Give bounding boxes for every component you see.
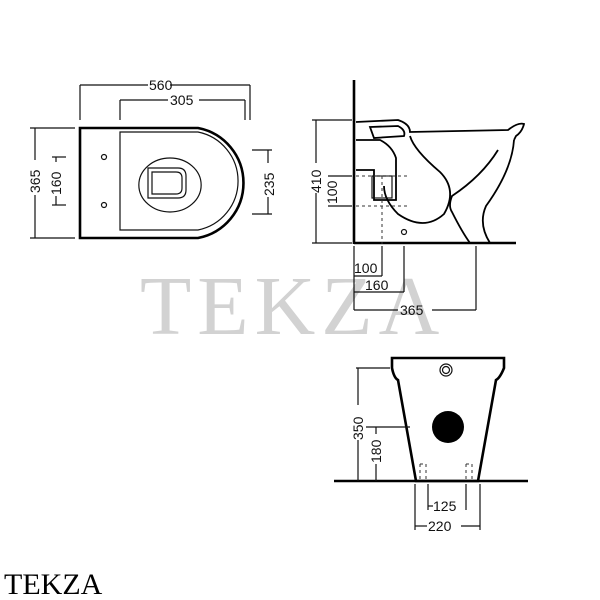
fixing-hole-top <box>100 153 108 161</box>
dim-width-inner: 305 <box>170 92 194 108</box>
top-view-rim <box>138 157 202 213</box>
dim-height-outlet: 100 <box>324 180 340 204</box>
dim-height-total: 410 <box>308 169 324 193</box>
side-view: 410 100 100 160 365 <box>308 80 526 318</box>
dim-length-total: 365 <box>400 302 424 318</box>
side-view-seat <box>368 125 406 139</box>
back-view: 350 180 125 220 <box>334 356 528 534</box>
fixing-hole-bottom <box>100 201 108 209</box>
dim-depth-bowl: 235 <box>261 172 277 196</box>
dim-depth-total: 365 <box>27 169 43 193</box>
top-view-outline <box>78 126 245 240</box>
dim-depth-holes: 160 <box>48 171 64 195</box>
dim-back-width-base: 220 <box>428 518 452 534</box>
back-view-outlet <box>432 411 464 443</box>
top-view-outlet <box>147 167 187 199</box>
top-view: 560 305 365 160 235 <box>27 77 277 240</box>
back-view-inlet <box>439 363 453 377</box>
top-view-bowl <box>119 131 239 231</box>
dim-back-width-fix: 125 <box>433 498 457 514</box>
side-view-trap <box>449 149 499 244</box>
side-view-body <box>481 139 515 244</box>
watermark-text: TEKZA <box>140 260 445 353</box>
brand-logo-text: TEKZA <box>4 568 103 600</box>
side-view-rim <box>355 119 526 141</box>
side-view-bowl <box>383 135 451 224</box>
dim-offset-outlet: 100 <box>354 260 378 276</box>
dim-offset-fix: 160 <box>365 277 389 293</box>
side-view-outlet <box>356 139 397 201</box>
top-view-outlet-inner <box>151 171 183 195</box>
back-view-body <box>390 356 506 483</box>
dim-back-height-pipe: 180 <box>368 439 384 463</box>
side-view-hole <box>400 228 408 236</box>
dim-width-total: 560 <box>149 77 173 93</box>
dim-back-height-total: 350 <box>350 416 366 440</box>
